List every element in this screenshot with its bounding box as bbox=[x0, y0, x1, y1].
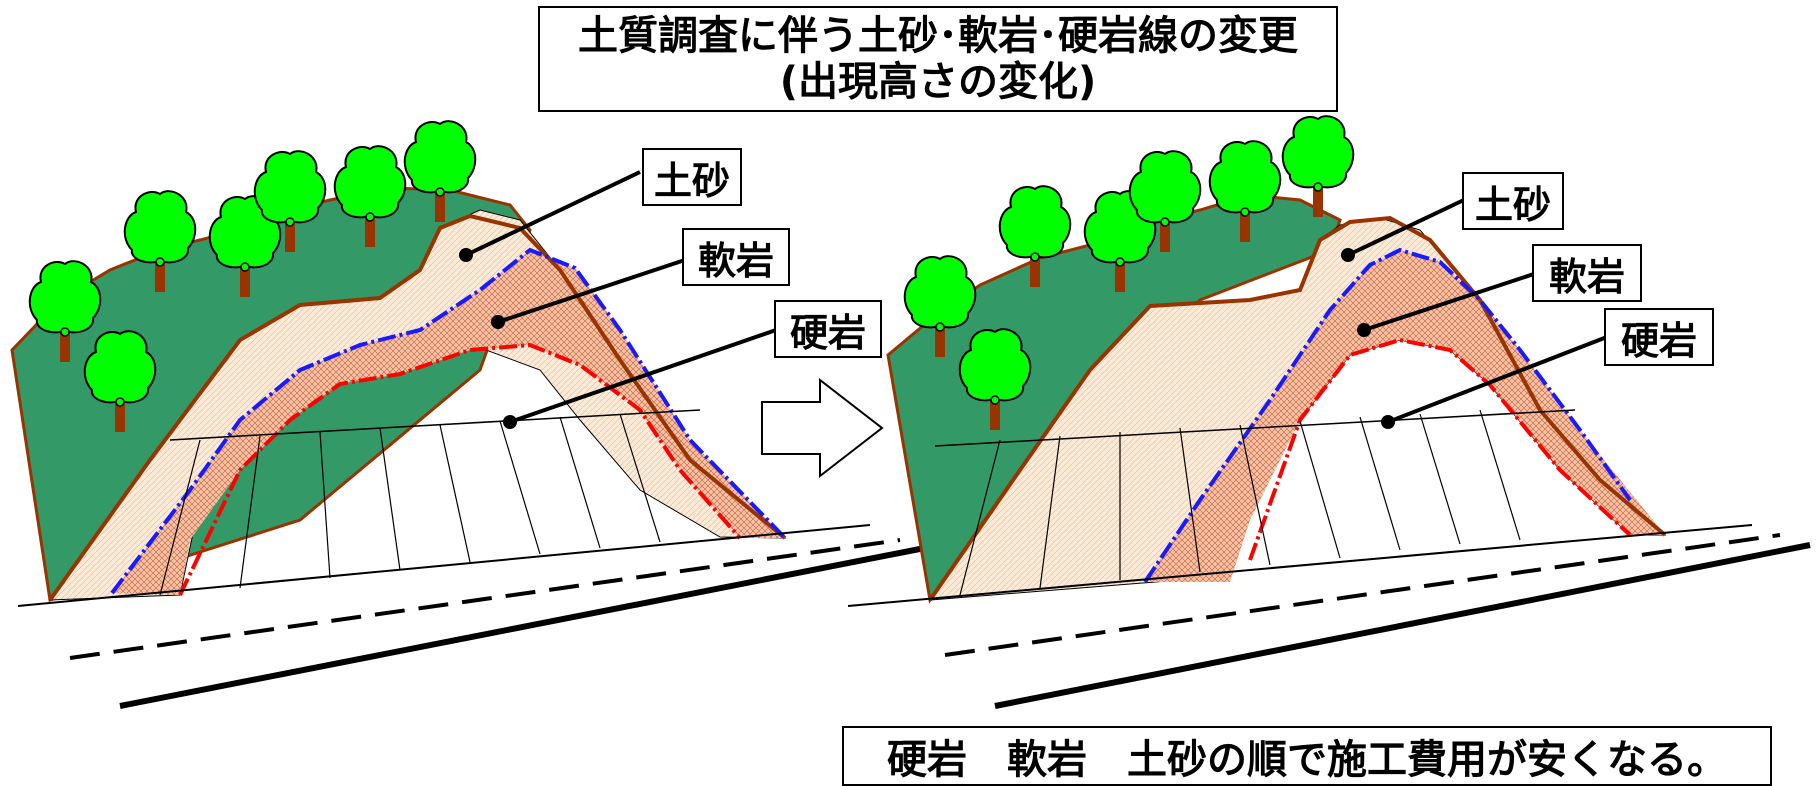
left-soft-rock-line bbox=[110, 247, 787, 595]
left-label-soil: 土砂 bbox=[642, 148, 742, 206]
left-hard-rock-line bbox=[178, 342, 742, 596]
title-box: 土質調査に伴う土砂･軟岩･硬岩線の変更 (出現高さの変化) bbox=[538, 6, 1338, 112]
title-line-2: (出現高さの変化) bbox=[779, 59, 1097, 105]
right-soft-rock-line bbox=[1143, 247, 1632, 584]
title-line-1: 土質調査に伴う土砂･軟岩･硬岩線の変更 bbox=[578, 13, 1298, 59]
right-label-hard-rock: 硬岩 bbox=[1604, 308, 1714, 366]
left-soft-rock-layer bbox=[112, 250, 785, 595]
right-arrow-icon bbox=[761, 377, 884, 479]
right-cross-section bbox=[847, 115, 1811, 709]
left-cross-section bbox=[10, 120, 941, 709]
right-label-soft-rock: 軟岩 bbox=[1532, 244, 1642, 302]
left-label-hard-rock: 硬岩 bbox=[774, 300, 882, 358]
footer-note: 硬岩 軟岩 土砂の順で施工費用が安くなる。 bbox=[842, 726, 1772, 786]
left-slope-outline bbox=[48, 213, 787, 602]
right-label-soil: 土砂 bbox=[1462, 172, 1564, 230]
left-label-soft-rock: 軟岩 bbox=[682, 228, 790, 286]
right-hard-rock-line bbox=[1248, 337, 1632, 561]
right-slope-outline bbox=[928, 215, 1667, 602]
